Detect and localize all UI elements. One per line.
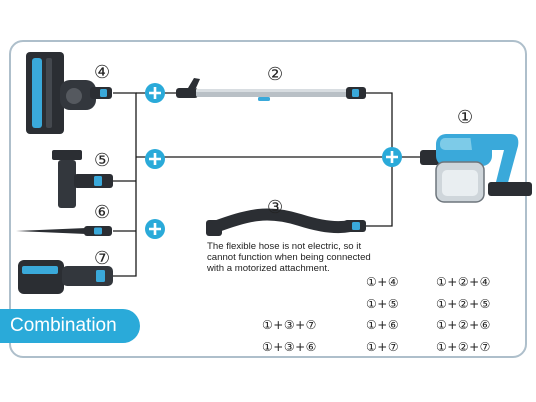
combo-b-4: ①+⑦ (366, 340, 400, 354)
plus-circle-middle (145, 149, 165, 169)
combo-b-1: ①+④ (366, 275, 400, 289)
combo-a-1: ①+③+⑦ (262, 318, 317, 332)
dusting-brush-image (52, 150, 113, 208)
floor-brush-image (26, 52, 112, 134)
hose-note: The flexible hose is not electric, so it… (207, 241, 397, 274)
mini-brush-image (18, 260, 113, 294)
combination-banner: Combination (0, 309, 140, 343)
vacuum-unit-image (420, 134, 532, 203)
label-1: ① (457, 107, 473, 128)
combo-b-2: ①+⑤ (366, 297, 400, 311)
crevice-tool-image (16, 226, 112, 236)
label-3: ③ (267, 197, 283, 218)
hose-note-line-2: cannot function when being connected (207, 252, 371, 263)
hose-note-line-3: with a motorized attachment. (207, 263, 330, 274)
extension-tube-image (176, 78, 366, 101)
combo-b-3: ①+⑥ (366, 318, 400, 332)
label-7: ⑦ (94, 248, 110, 269)
connector-4 (113, 92, 137, 277)
label-4: ④ (94, 62, 110, 83)
plus-circle-bottom (145, 219, 165, 239)
hose-note-line-1: The flexible hose is not electric, so it (207, 241, 362, 252)
flexible-hose-image (206, 208, 366, 236)
combo-c-4: ①+②+⑦ (436, 340, 491, 354)
label-2: ② (267, 64, 283, 85)
combo-c-2: ①+②+⑤ (436, 297, 491, 311)
combo-c-3: ①+②+⑥ (436, 318, 491, 332)
label-5: ⑤ (94, 150, 110, 171)
plus-circle-right (382, 147, 402, 167)
plus-circle-top (145, 83, 165, 103)
combo-c-1: ①+②+④ (436, 275, 491, 289)
combo-a-2: ①+③+⑥ (262, 340, 317, 354)
label-6: ⑥ (94, 202, 110, 223)
